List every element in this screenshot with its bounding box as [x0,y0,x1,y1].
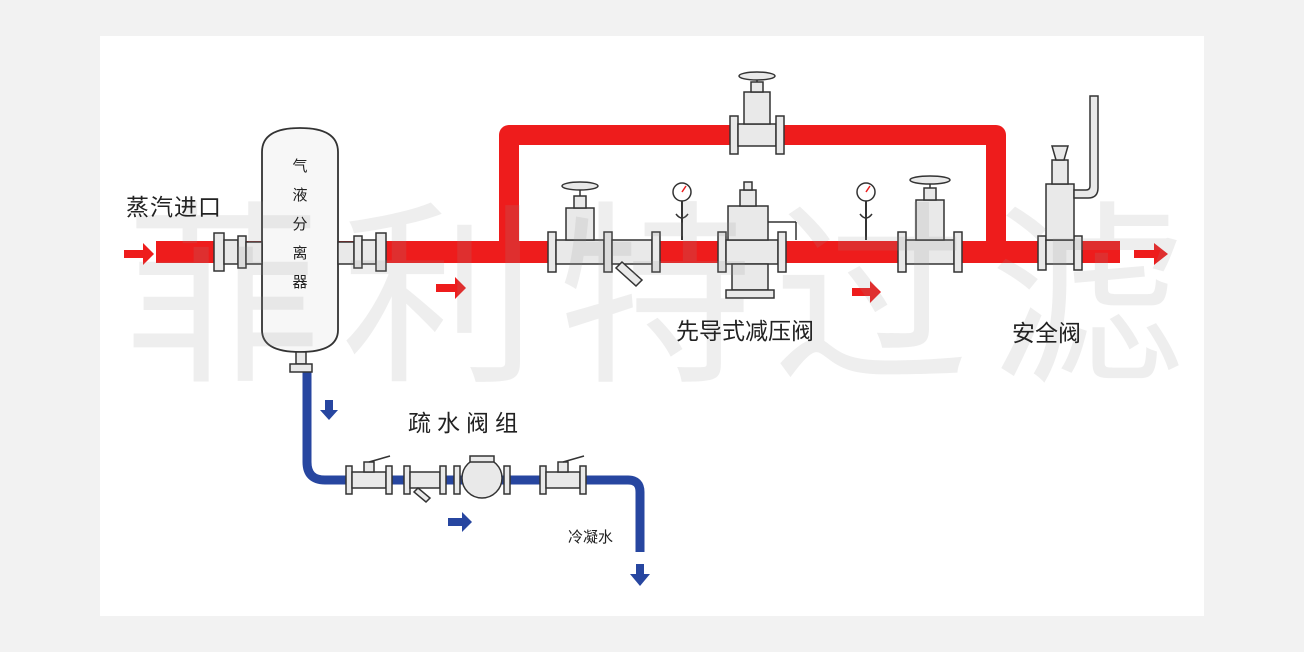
condensate-flow-arrow-icon [448,512,472,532]
separator-label: 气 液 分 离 器 [286,152,314,297]
safety-valve-icon [1037,95,1099,271]
condensate-label: 冷凝水 [568,528,614,546]
pressure-gauge-icon [672,182,692,240]
flow-arrow-icon [852,281,881,303]
drain-valve-group-label: 疏水阀组 [408,411,524,437]
condensate-outlet-arrow-icon [630,564,650,586]
steam-trap-icon [453,455,511,499]
separator-label-char: 离 [292,244,308,262]
safety-valve-label: 安全阀 [1012,321,1081,347]
drain-ball-valve-icon [539,455,587,495]
steam-inlet-label: 蒸汽进口 [126,195,222,221]
y-strainer-icon [611,231,661,288]
pressure-gauge-icon [856,182,876,240]
separator-label-char: 分 [292,215,308,233]
drain-ball-valve-icon [345,455,393,495]
flow-arrows [124,243,1168,586]
separator-label-char: 气 [292,157,308,175]
separator-label-char: 器 [292,273,308,291]
bypass-globe-valve-icon [729,71,785,155]
flow-arrow-icon [436,277,466,299]
globe-valve-icon [897,175,963,273]
globe-valve-icon [547,181,613,273]
pressure-reducing-valve-label: 先导式减压阀 [676,319,814,345]
pilot-pressure-reducing-valve-icon [717,181,797,299]
outlet-flow-arrow-icon [1134,243,1168,265]
condensate-down-arrow-icon [320,400,338,420]
separator-label-char: 液 [292,186,308,204]
drain-strainer-icon [403,465,447,504]
inlet-flange-icon [213,232,247,272]
inlet-flow-arrow-icon [124,243,154,265]
separator-vessel-icon [245,127,387,373]
